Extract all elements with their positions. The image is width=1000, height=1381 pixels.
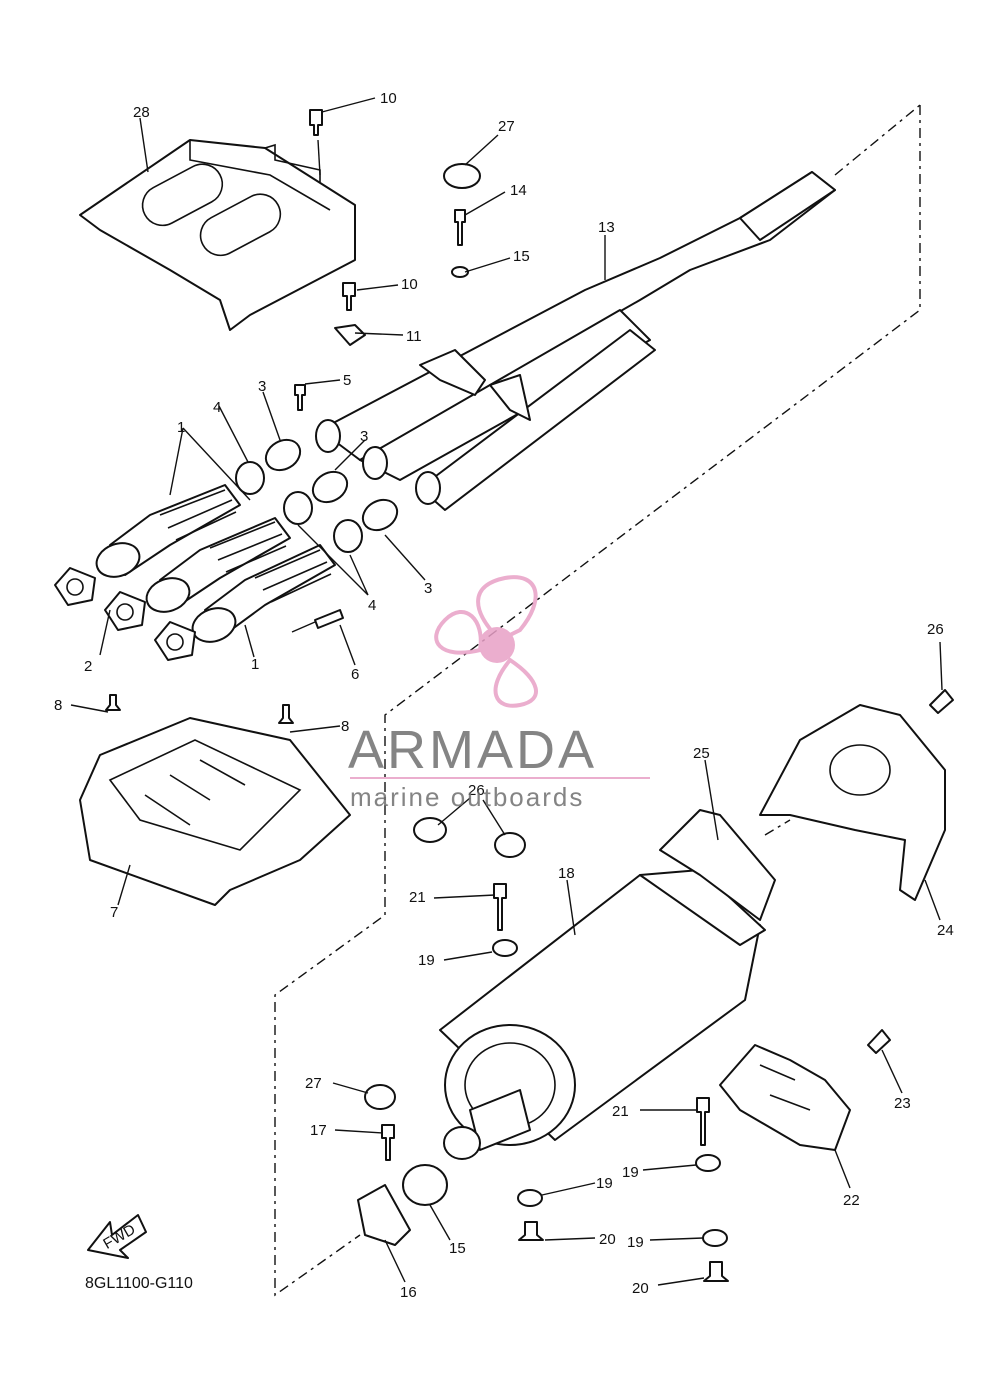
callout-11: 11	[406, 328, 422, 345]
callout-21-top: 21	[409, 889, 426, 906]
bolt-5	[294, 384, 306, 411]
callout-4-top: 4	[213, 399, 221, 416]
callout-10-lower: 10	[401, 276, 418, 293]
callout-19-bottom: 19	[627, 1234, 644, 1251]
exhaust-gaskets	[54, 567, 196, 661]
diagram-code: 8GL1100-G110	[85, 1275, 193, 1292]
grommet-27-a	[413, 817, 447, 843]
grommet-19-d	[702, 1229, 728, 1247]
callout-1-top: 1	[177, 419, 185, 436]
callout-7: 7	[110, 904, 118, 921]
manifold-pipe-2	[145, 517, 291, 613]
callout-16: 16	[400, 1284, 417, 1301]
fwd-arrow: FWD	[87, 1214, 147, 1259]
callout-13: 14	[510, 182, 527, 199]
collar-20-a	[518, 1221, 544, 1241]
fasteners	[105, 109, 481, 724]
callout-3-top: 3	[258, 378, 266, 395]
callout-21-bottom: 21	[612, 1103, 629, 1120]
grommet-19-b	[517, 1189, 543, 1207]
exhaust-pipe-assembly	[315, 171, 836, 511]
armada-watermark: ARMADA marine outboards	[348, 575, 650, 812]
muffler	[439, 869, 766, 1160]
bracket-16	[357, 1184, 411, 1246]
callout-8-right: 8	[341, 718, 349, 735]
assembly-outline	[274, 104, 921, 1297]
callout-19-right: 19	[622, 1164, 639, 1181]
pipe-clamps	[264, 438, 399, 532]
grommet-19-c	[695, 1154, 721, 1172]
lower-heat-shield	[79, 717, 351, 906]
rivet-8-left	[105, 694, 121, 711]
callout-3-mid: 3	[360, 428, 368, 445]
callout-22: 22	[843, 1192, 860, 1209]
callout-6: 6	[351, 666, 359, 683]
bolt-10-upper	[309, 109, 323, 136]
bolt-17	[381, 1124, 395, 1161]
manifold-pipe-1	[95, 484, 241, 578]
muffler-bracket	[719, 1044, 851, 1151]
callout-14: 15	[513, 248, 530, 265]
muffler-hardware	[357, 689, 954, 1282]
callout-10-upper: 10	[380, 90, 397, 107]
pipe-sleeves	[235, 461, 363, 553]
propeller-logo	[434, 575, 538, 708]
callout-12: 13	[598, 219, 615, 236]
bolt-21-a	[493, 883, 507, 931]
watermark-tagline: marine outboards	[350, 782, 584, 812]
collar-20-b	[703, 1261, 729, 1282]
callout-23: 23	[894, 1095, 911, 1112]
callout-24: 24	[937, 922, 954, 939]
callout-27-bottom: 27	[305, 1075, 322, 1092]
exhaust-manifold-pipes	[95, 484, 336, 643]
callout-25: 25	[693, 745, 710, 762]
sleeve-15	[402, 1164, 448, 1206]
callout-2: 2	[84, 658, 92, 675]
callout-20-mid: 20	[599, 1231, 616, 1248]
bolt-10-lower	[342, 282, 356, 311]
callout-27-top: 26	[468, 782, 485, 799]
callout-5: 5	[343, 372, 351, 389]
callout-18: 18	[558, 865, 575, 882]
bolt-26	[929, 689, 954, 714]
bolt-13	[454, 209, 466, 246]
callout-17: 17	[310, 1122, 327, 1139]
cap-27-b	[494, 832, 526, 858]
callout-numbers: 28 10 27 14 15 13 10 11 5 3 3 4 1 2 1 6 …	[54, 90, 954, 1301]
upper-heat-shield	[79, 139, 356, 331]
callout-1-bottom: 1	[251, 656, 259, 673]
bracket-11	[334, 324, 366, 346]
washer-14	[451, 266, 469, 278]
callout-3-bottom: 3	[424, 580, 432, 597]
tail-cover	[759, 704, 946, 901]
callout-20-bottom: 20	[632, 1280, 649, 1297]
callout-26: 26	[927, 621, 944, 638]
rivet-8-right	[278, 704, 294, 724]
watermark-brand: ARMADA	[348, 720, 597, 780]
callout-15: 15	[449, 1240, 466, 1257]
bolt-21-b	[696, 1097, 710, 1146]
cap-27-c	[364, 1084, 396, 1110]
bolt-23	[867, 1029, 891, 1054]
callout-19-top: 19	[418, 952, 435, 969]
grommet-19-a	[492, 939, 518, 957]
cap-28	[443, 163, 481, 189]
muffler-end-shield	[659, 809, 776, 921]
callout-19-mid: 19	[596, 1175, 613, 1192]
callout-8-left: 8	[54, 697, 62, 714]
callout-28: 27	[498, 118, 515, 135]
callout-9: 28	[133, 104, 150, 121]
callout-4-bottom: 4	[368, 597, 376, 614]
manifold-pipe-3	[191, 544, 336, 643]
leader-lines	[70, 97, 943, 1286]
bolt-6	[314, 609, 344, 629]
